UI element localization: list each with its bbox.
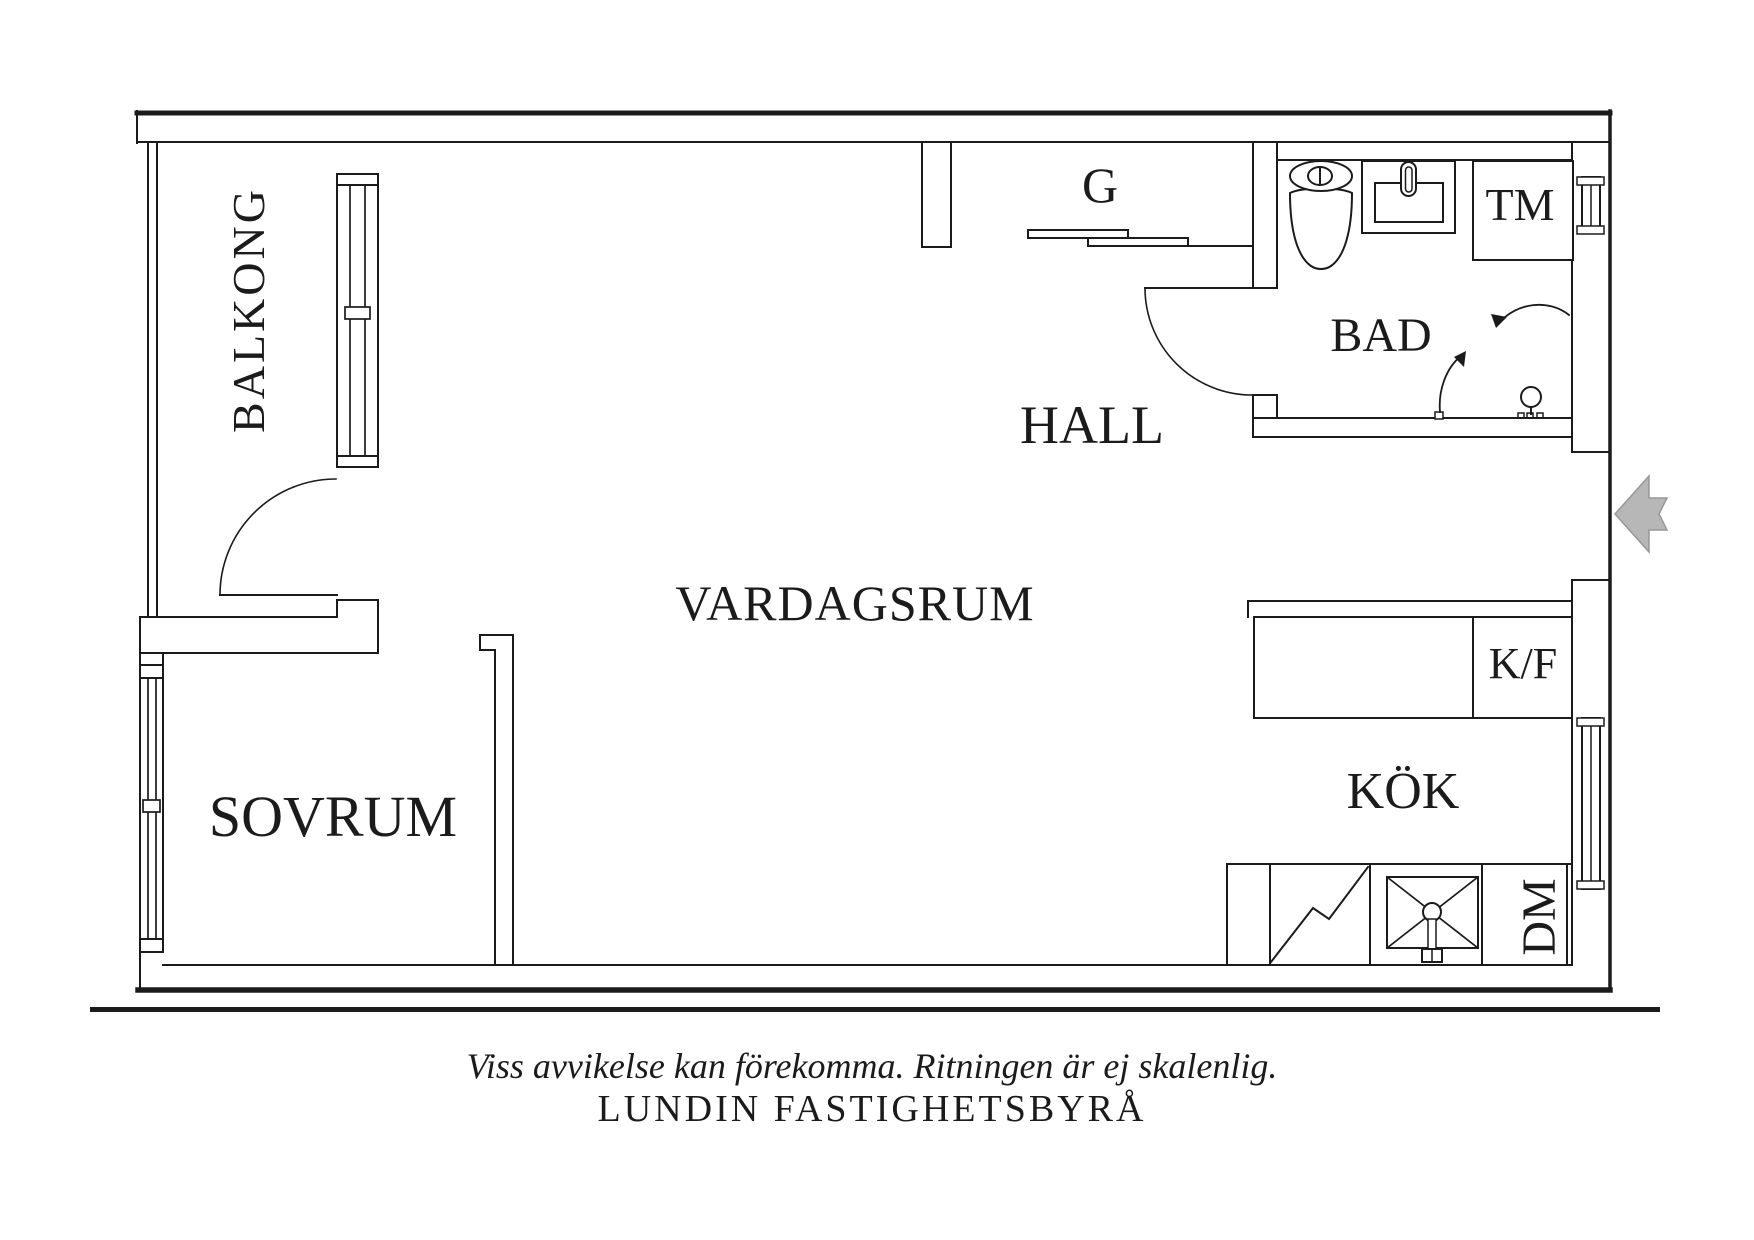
room-label-bad: BAD (1330, 309, 1432, 362)
washing-machine-box (1472, 160, 1574, 261)
unit-label-wardrobe: G (1081, 157, 1119, 213)
footer-disclaimer: Viss avvikelse kan förekomma. Ritningen … (466, 1046, 1278, 1086)
balcony-door-swing-arc (219, 478, 338, 596)
entry-arrow-icon (1613, 474, 1669, 554)
stove-icon (1269, 865, 1370, 964)
balcony-window-symbol (336, 173, 379, 468)
unit-label-dishwasher: DM (1513, 878, 1566, 956)
room-label-vardagsrum: VARDAGSRUM (675, 575, 1035, 631)
sliding-door-symbol (1027, 229, 1254, 247)
room-label-sovrum: SOVRUM (208, 784, 458, 849)
footer-divider-rule (90, 1007, 1660, 1012)
footer-agency-name: LUNDIN FASTIGHETSBYRÅ (597, 1088, 1147, 1130)
bedroom-window-symbol (139, 652, 164, 953)
wardrobe-walls (921, 141, 952, 248)
unit-label-fridge-freezer: K/F (1488, 639, 1558, 688)
bedroom-divider-wall (479, 634, 514, 966)
shower-mixer-icon (1517, 386, 1544, 419)
faucet-icon (1400, 161, 1417, 197)
kitchen-sink-icon (1385, 875, 1480, 963)
balcony-walls (139, 141, 379, 654)
bathroom-door-swing-arc (1144, 287, 1253, 396)
shower-swing-arrows (1434, 303, 1571, 420)
room-label-hall: HALL (1020, 395, 1164, 455)
kitchen-upper-counter (1253, 616, 1573, 719)
room-label-kok: KÖK (1346, 763, 1460, 820)
bathroom-window-symbol (1576, 176, 1605, 235)
outer-walls (134, 109, 1613, 993)
unit-label-washing-machine: TM (1485, 179, 1555, 230)
kitchen-window-symbol (1576, 717, 1605, 890)
toilet-icon (1288, 160, 1354, 270)
room-label-balkong: BALKONG (223, 187, 274, 433)
